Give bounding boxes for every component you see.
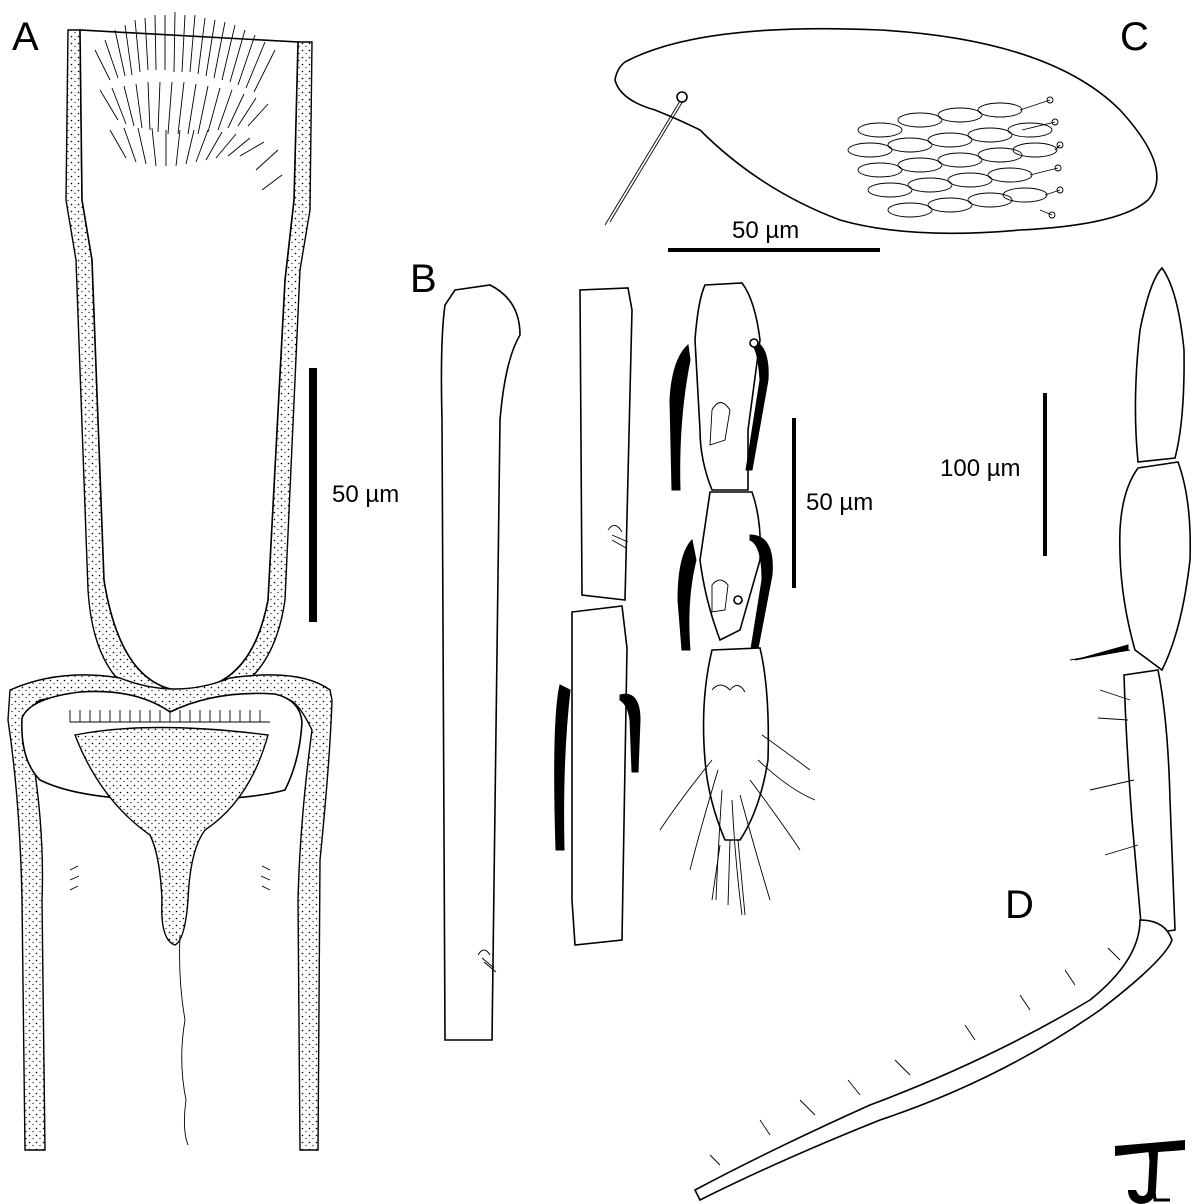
panel-b-distal-segment-2 [699,491,762,642]
panel-a-duct [179,934,189,1146]
panel-b-spine-1 [554,684,571,851]
panel-b-scale-bar [792,418,796,588]
panel-b-mid-segment-1 [579,287,633,601]
panel-d-segment-2 [1118,461,1192,672]
panel-c-seta [604,100,684,226]
panel-c-sensilla-cluster [847,96,1064,219]
panel-b-claw-1 [669,343,691,491]
panel-c: C [604,15,1158,252]
panel-a-scale-bar [309,368,317,622]
panel-label-c: C [1120,15,1149,59]
panel-b-terminal-segment [702,647,770,841]
panel-label-a: A [12,15,39,59]
panel-d-scale-text: 100 µm [940,455,1021,482]
panel-d-segment-4 [693,919,1173,1202]
panel-c-scale-text: 50 µm [732,217,799,244]
panel-d: D 100 µm [693,266,1192,1202]
panel-b-spine-2 [619,693,641,773]
signature-logo [1115,1140,1185,1204]
panel-d-setae [709,649,1139,1166]
panel-b-mid-segment-2 [571,605,628,946]
panel-a-scale-text: 50 µm [332,481,399,508]
panel-d-scale-bar [1043,393,1047,556]
panel-label-d: D [1005,883,1034,927]
panel-a-triangular-plate [74,726,269,946]
panel-a-setae-field [94,11,283,191]
panel-b-claw-2 [745,339,769,471]
panel-d-segment-3 [1123,669,1176,936]
panel-a-comb [69,710,261,722]
panel-d-segment-1 [1134,266,1185,463]
panel-c-body [614,27,1158,235]
panel-c-scale-bar [668,248,880,252]
panel-b-long-segment [440,284,521,1041]
panel-b-distal-segment-1 [694,282,761,491]
panel-b-scale-text: 50 µm [806,489,873,516]
panel-b-terminal-setae [659,684,816,916]
panel-label-b: B [410,257,437,301]
panel-b-claw-3 [677,538,697,651]
panel-a: A 50 µm [7,11,399,1151]
panel-a-lower-structure [7,674,333,1151]
panel-b: B 50 µm [410,257,873,1041]
